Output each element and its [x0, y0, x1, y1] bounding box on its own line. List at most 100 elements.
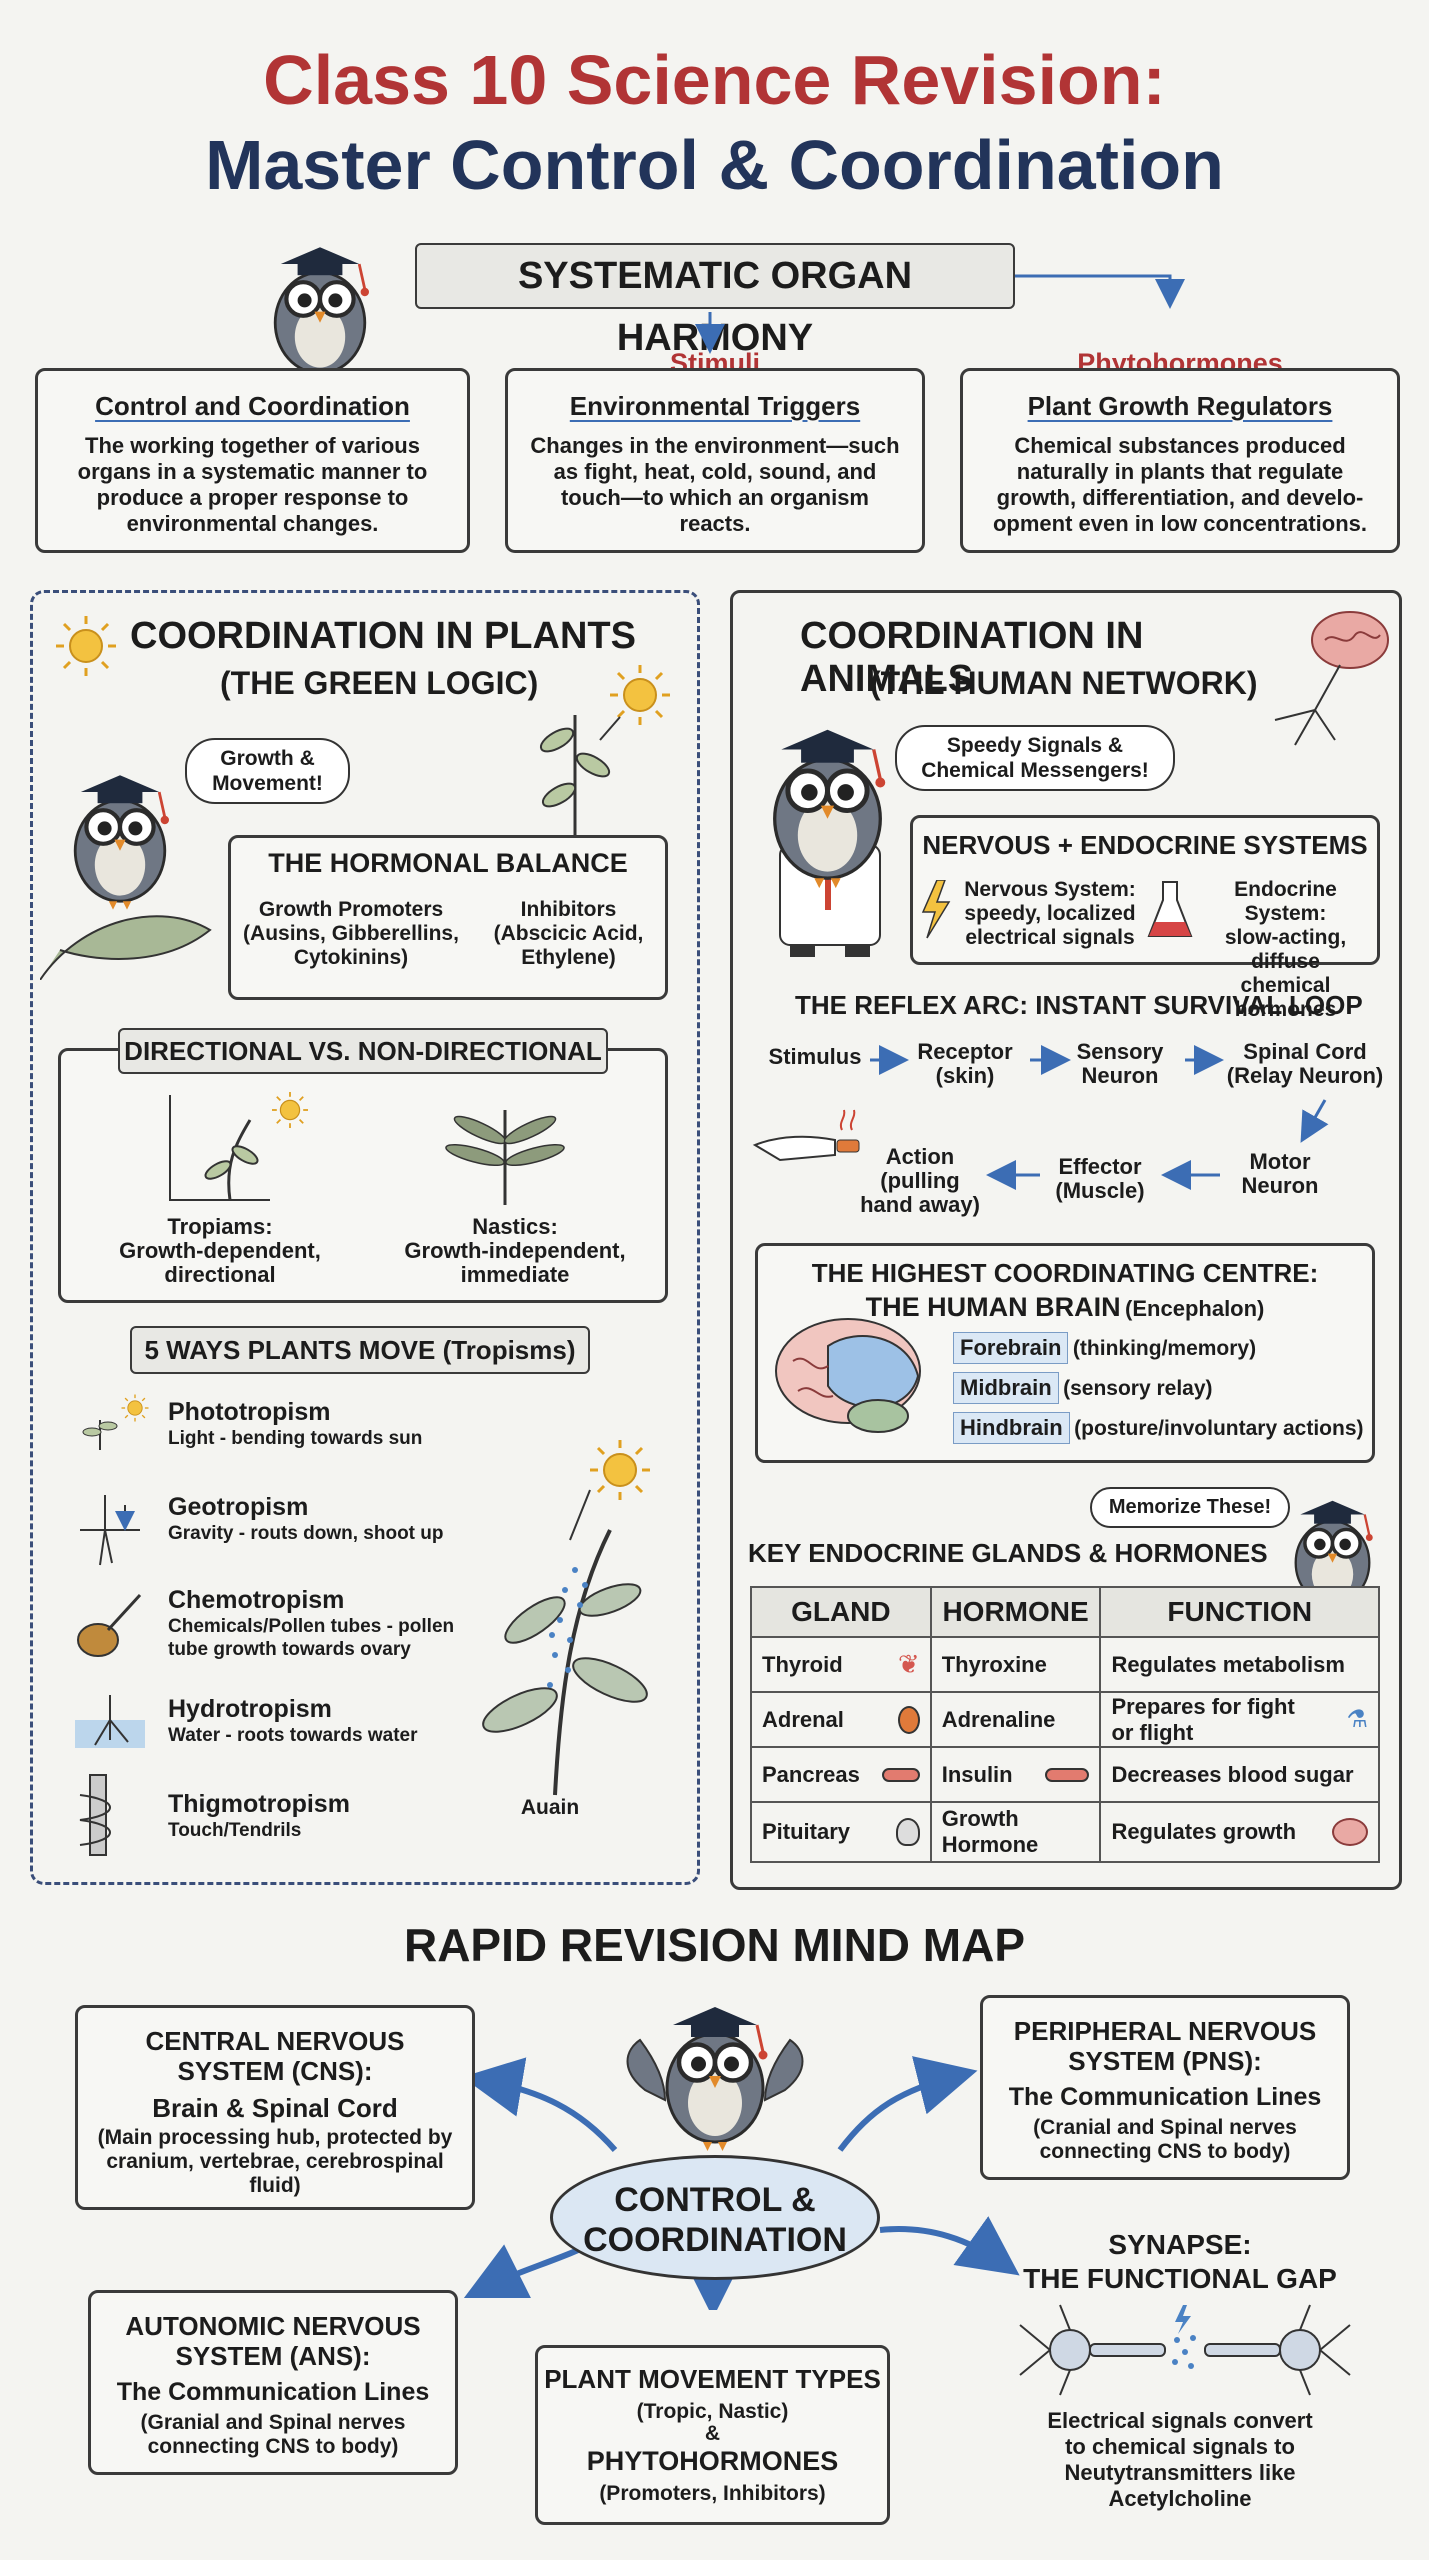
tropism-item-geotropism: Geotropism Gravity - routs down, shoot u…: [168, 1493, 444, 1544]
glands-table: GLAND HORMONE FUNCTION Thyroid❦ Thyroxin…: [750, 1586, 1380, 1863]
brain-part-midbrain: Midbrain (sensory relay): [953, 1372, 1373, 1404]
flask-icon: ⚗: [1346, 1706, 1368, 1733]
reflex-arc-title: THE REFLEX ARC: INSTANT SURVIVAL LOOP: [795, 990, 1363, 1020]
auxin-label: Auain: [520, 1796, 580, 1819]
hormonal-balance-title: THE HORMONAL BALANCE: [268, 848, 628, 878]
owl-center-icon: [626, 1980, 804, 2180]
animals-section: [730, 590, 1402, 1890]
reflex-receptor: Receptor(skin): [917, 1039, 1013, 1088]
nastics-text: Nastics:Growth-independent,immediate: [404, 1214, 626, 1287]
pituitary-icon: [895, 1818, 920, 1846]
reflex-effector: Effector(Muscle): [1055, 1154, 1145, 1203]
nervous-endocrine-card: NERVOUS + ENDOCRINE SYSTEMS Nervous Syst…: [910, 815, 1380, 1021]
sun-icon: [54, 614, 118, 678]
brain-card: THE HIGHEST COORDINATING CENTRE: THE HUM…: [755, 1243, 1375, 1463]
brain-part-forebrain: Forebrain (thinking/memory): [953, 1332, 1373, 1364]
thigmotropism-icon: [79, 1774, 111, 1856]
organ-harmony-banner: SYSTEMATIC ORGAN HARMONY: [415, 243, 1015, 359]
gland-name: Pituitary: [762, 1819, 851, 1844]
nastic-plant-icon: [445, 1110, 565, 1205]
hormone-function: Regulates growth: [1111, 1819, 1297, 1844]
directional-title: DIRECTIONAL VS. NON-DIRECTIONAL: [118, 1028, 608, 1074]
gland-header: GLAND: [750, 1586, 932, 1638]
brain-icon: [1332, 1818, 1368, 1846]
brain-title-line-1: THE HIGHEST COORDINATING CENTRE:: [811, 1258, 1319, 1288]
adrenal-icon: [897, 1705, 920, 1734]
auxin-plant-illustration: [482, 1438, 652, 1796]
plant-movement-types: (Tropic, Nastic): [636, 2400, 789, 2423]
chemotropism-icon: [77, 1593, 142, 1657]
brain-title-line-2: THE HUMAN BRAIN (Encephalon): [865, 1292, 1265, 1322]
tropism-item-thigmotropism: Thigmotropism Touch/Tendrils: [168, 1790, 350, 1841]
tropisms-text: Tropiams:Growth-dependent,directional: [119, 1214, 321, 1287]
lightning-icon: [921, 880, 951, 939]
plants-subtitle: (THE GREEN LOGIC): [220, 665, 539, 701]
inhibitors-text: Inhibitors(Abscicic Acid,Ethylene): [493, 898, 644, 969]
geotropism-icon: [80, 1495, 140, 1566]
owl-scientist-icon: [740, 710, 930, 957]
tropism-item-chemotropism: Chemotropism Chemicals/Pollen tubes - po…: [168, 1586, 455, 1660]
synapse-neurons-icon: [1019, 2304, 1351, 2396]
ampersand: &: [704, 2422, 721, 2445]
flask-icon: [1147, 881, 1193, 937]
growth-promoters-text: Growth Promoters(Ausins, Gibberellins,Cy…: [243, 898, 459, 969]
definition-card-phytohormones: Plant Growth Regulators Chemical substan…: [960, 368, 1400, 553]
hormone-function: Regulates metabolism: [1111, 1651, 1345, 1677]
definition-card-stimuli: Environmental Triggers Changes in the en…: [505, 368, 925, 553]
reflex-arc-arrows: [752, 1045, 1329, 1190]
tropism-icons: [75, 1393, 150, 1856]
definition-card-control: Control and Coordination The working tog…: [35, 368, 470, 553]
pancreas-icon: [1045, 1767, 1090, 1782]
definition-title: Control and Coordination: [95, 391, 410, 421]
animals-subtitle: (THE HUMAN NETWORK): [870, 665, 1258, 701]
tropism-item-phototropism: Phototropism Light - bending towards sun: [168, 1398, 423, 1449]
table-row: Pancreas Insulin Decreases blood sugar: [750, 1746, 1380, 1803]
definition-title: Environmental Triggers: [569, 391, 861, 421]
mindmap-center-node: CONTROL &COORDINATION: [550, 2155, 880, 2280]
definition-title: Plant Growth Regulators: [1027, 391, 1333, 421]
thyroid-icon: ❦: [897, 1649, 920, 1679]
brain-part-hindbrain: Hindbrain (posture/involuntary actions): [953, 1412, 1373, 1444]
page-title-line-1: Class 10 Science Revision:: [263, 41, 1166, 119]
pancreas-icon: [881, 1767, 920, 1782]
ways-plants-move-title: 5 WAYS PLANTS MOVE (Tropisms): [130, 1326, 590, 1374]
reflex-stimulus: Stimulus: [768, 1044, 862, 1069]
function-header: FUNCTION: [1099, 1586, 1380, 1638]
tropism-item-hydrotropism: Hydrotropism Water - roots towards water: [168, 1695, 418, 1746]
phototropism-icon: [82, 1393, 150, 1450]
tropism-graph-icon: [169, 1091, 309, 1201]
phytohormones-types: (Promoters, Inhibitors): [599, 2482, 826, 2505]
table-row: Thyroid❦ Thyroxine Regulates metabolism: [750, 1636, 1380, 1693]
sprout-sun-icon: [539, 663, 672, 835]
nervous-endocrine-title: NERVOUS + ENDOCRINE SYSTEMS: [922, 830, 1368, 860]
hydrotropism-icon: [75, 1695, 145, 1748]
brain-neuron-icon: [1274, 611, 1389, 746]
plants-section: [30, 590, 700, 1885]
synapse-title: SYNAPSE:THE FUNCTIONAL GAP: [1023, 2229, 1337, 2294]
gland-name: Thyroid: [762, 1651, 843, 1677]
hormone-name: Insulin: [941, 1761, 1013, 1787]
animals-speech-bubble: Speedy Signals &Chemical Messengers!: [895, 725, 1175, 791]
hormone-header: HORMONE: [929, 1586, 1102, 1638]
